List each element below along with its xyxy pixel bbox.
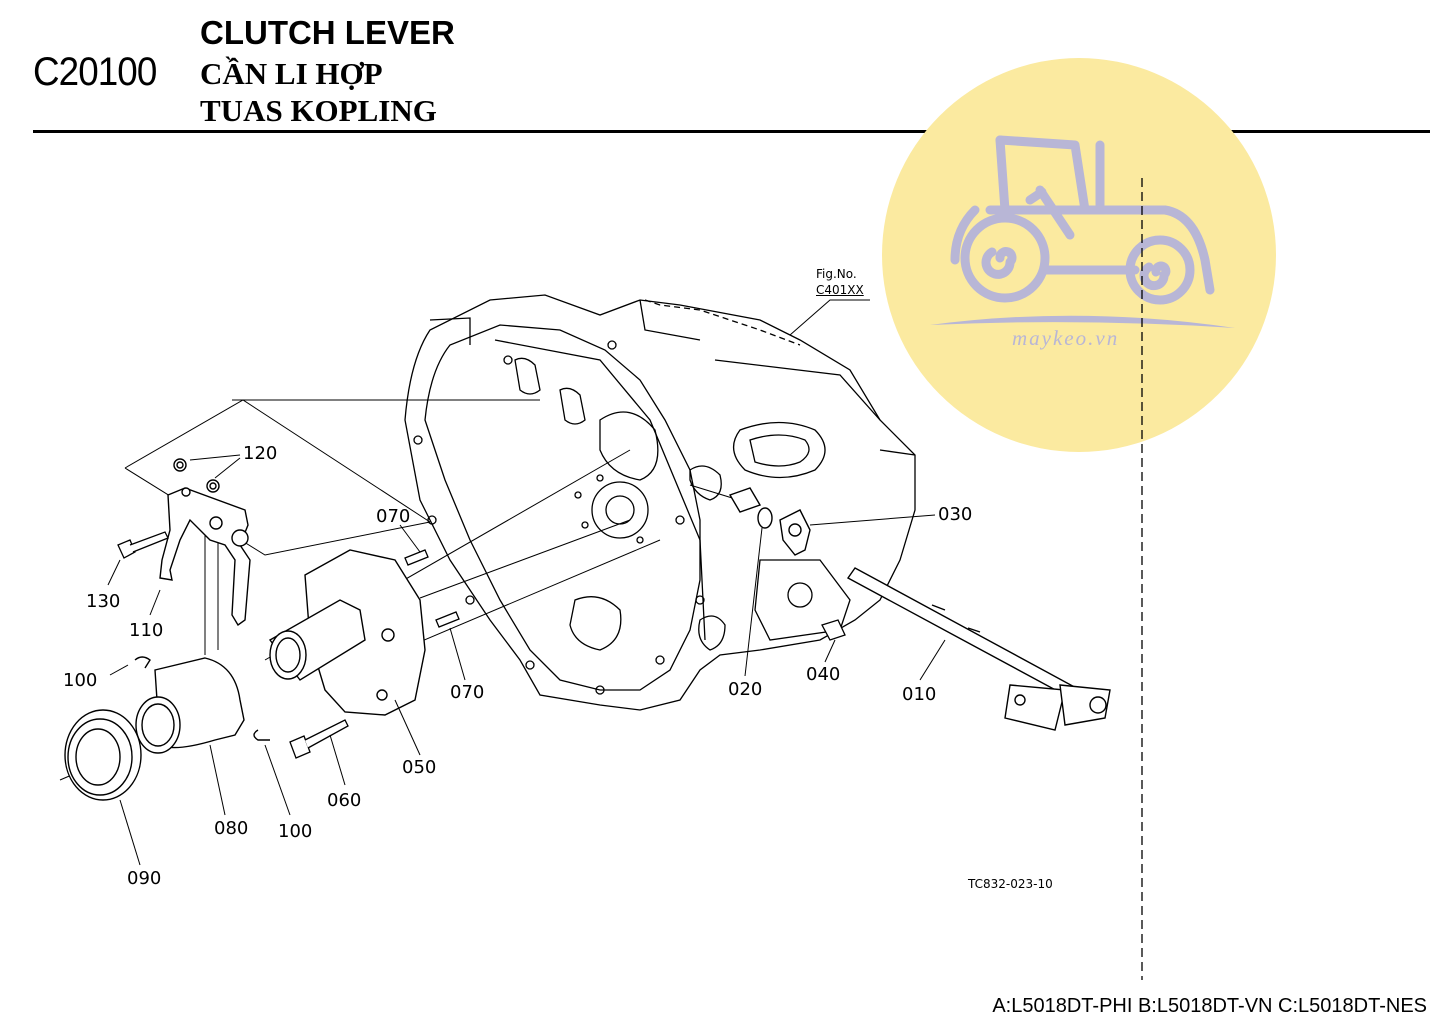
callout-080[interactable]: 080 bbox=[214, 818, 249, 839]
callout-130[interactable]: 130 bbox=[86, 591, 121, 612]
clutch-housing-case bbox=[404, 294, 916, 711]
clutch-sleeve bbox=[268, 549, 426, 716]
bolt-060 bbox=[289, 719, 349, 759]
bolt-130 bbox=[117, 531, 169, 559]
title-vietnamese: CẦN LI HỢP bbox=[200, 56, 383, 91]
bolt-040 bbox=[821, 619, 846, 641]
callout-020[interactable]: 020 bbox=[728, 679, 763, 700]
callout-050[interactable]: 050 bbox=[402, 757, 437, 778]
callout-110[interactable]: 110 bbox=[129, 620, 164, 641]
title-english: CLUTCH LEVER bbox=[200, 14, 455, 51]
callout-090[interactable]: 090 bbox=[127, 868, 162, 889]
title-indonesian: TUAS KOPLING bbox=[200, 93, 437, 128]
callout-120[interactable]: 120 bbox=[243, 443, 278, 464]
header-rule bbox=[33, 130, 1430, 133]
watermark-text: maykeo.vn bbox=[1012, 326, 1120, 350]
watermark-logo bbox=[882, 58, 1276, 452]
callout-010[interactable]: 010 bbox=[902, 684, 937, 705]
callout-070-top[interactable]: 070 bbox=[376, 506, 411, 527]
release-bearing bbox=[64, 709, 142, 801]
callout-070-bottom[interactable]: 070 bbox=[450, 682, 485, 703]
clutch-lever-shaft bbox=[846, 567, 1111, 731]
drawing-id: TC832-023-10 bbox=[968, 877, 1053, 891]
release-hub bbox=[134, 656, 270, 754]
callout-100-left[interactable]: 100 bbox=[63, 670, 98, 691]
model-list: A:L5018DT-PHI B:L5018DT-VN C:L5018DT-NES bbox=[992, 995, 1427, 1017]
shaft-seals bbox=[728, 487, 811, 556]
callout-040[interactable]: 040 bbox=[806, 664, 841, 685]
callout-030[interactable]: 030 bbox=[938, 504, 973, 525]
callout-060[interactable]: 060 bbox=[327, 790, 362, 811]
tractor-logo-icon bbox=[950, 135, 1215, 305]
fig-no-link[interactable]: C401XX bbox=[816, 283, 864, 297]
diagram-code: C20100 bbox=[33, 50, 157, 94]
dowel-pins bbox=[404, 549, 460, 628]
callout-100-right[interactable]: 100 bbox=[278, 821, 313, 842]
figure-reference: Fig.No. C401XX bbox=[816, 266, 864, 298]
fig-no-label: Fig.No. bbox=[816, 267, 857, 281]
clutch-fork bbox=[159, 458, 251, 627]
